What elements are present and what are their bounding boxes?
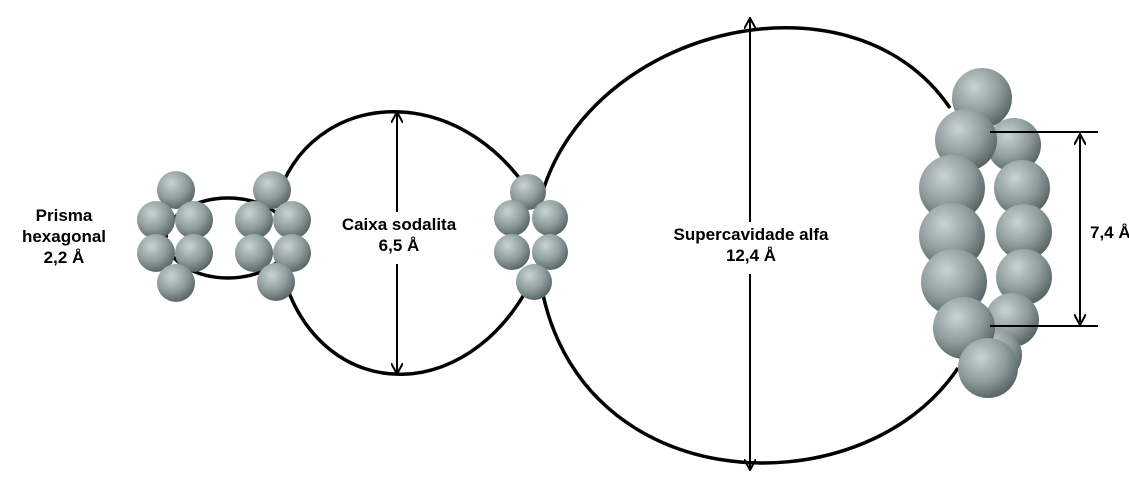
sphere-icon xyxy=(257,263,295,301)
cavity-outlines xyxy=(164,26,960,465)
sphere-icon xyxy=(273,234,311,272)
twelve-ring-window-front xyxy=(919,68,1018,398)
hexagonal-prism-name-line2: hexagonal xyxy=(21,227,107,246)
supercage-outline xyxy=(536,26,960,465)
sphere-icon xyxy=(996,204,1052,260)
hexagonal-prism-size: 2,2 Å xyxy=(43,248,85,267)
hexagonal-prism-label: Prisma hexagonal 2,2 Å xyxy=(0,205,128,268)
sphere-icon xyxy=(494,234,530,270)
sphere-icon xyxy=(532,200,568,236)
sphere-icon xyxy=(996,249,1052,305)
sodalite-label-mask xyxy=(322,212,476,264)
sphere-icon xyxy=(235,201,273,239)
sodalite-cage-size: 6,5 Å xyxy=(378,236,420,255)
sphere-icon xyxy=(994,160,1050,216)
twelve-ring-window-back xyxy=(970,118,1052,381)
sphere-icon xyxy=(958,338,1018,398)
supercage-size: 12,4 Å xyxy=(725,246,777,265)
sphere-icon xyxy=(137,201,175,239)
sphere-icon xyxy=(157,171,195,209)
supercage-name: Supercavidade alfa xyxy=(673,225,829,244)
hexagonal-prism-name-line1: Prisma xyxy=(35,206,93,225)
hexagonal-prism-right-ring xyxy=(235,171,311,301)
sodalite-cage-name: Caixa sodalita xyxy=(341,215,457,234)
sphere-icon xyxy=(510,174,546,210)
sphere-icon xyxy=(494,200,530,236)
sphere-icon xyxy=(273,201,311,239)
sphere-icon xyxy=(137,234,175,272)
sodalite-cage-label: Caixa sodalita 6,5 Å xyxy=(322,214,476,256)
double-ring-connector xyxy=(494,174,568,300)
sphere-icon xyxy=(253,171,291,209)
sphere-icon xyxy=(157,264,195,302)
supercage-label-mask xyxy=(644,222,858,274)
sphere-icon xyxy=(175,234,213,272)
sphere-icon xyxy=(175,201,213,239)
sphere-icon xyxy=(919,155,985,221)
sphere-icon xyxy=(516,264,552,300)
supercage-label: Supercavidade alfa 12,4 Å xyxy=(644,224,858,266)
window-size-label: 7,4 Å xyxy=(1090,222,1129,243)
sphere-icon xyxy=(235,234,273,272)
sphere-icon xyxy=(532,234,568,270)
window-size-value: 7,4 Å xyxy=(1090,223,1129,242)
hexagonal-prism-left-ring xyxy=(137,171,213,302)
atom-clusters xyxy=(137,68,1052,398)
